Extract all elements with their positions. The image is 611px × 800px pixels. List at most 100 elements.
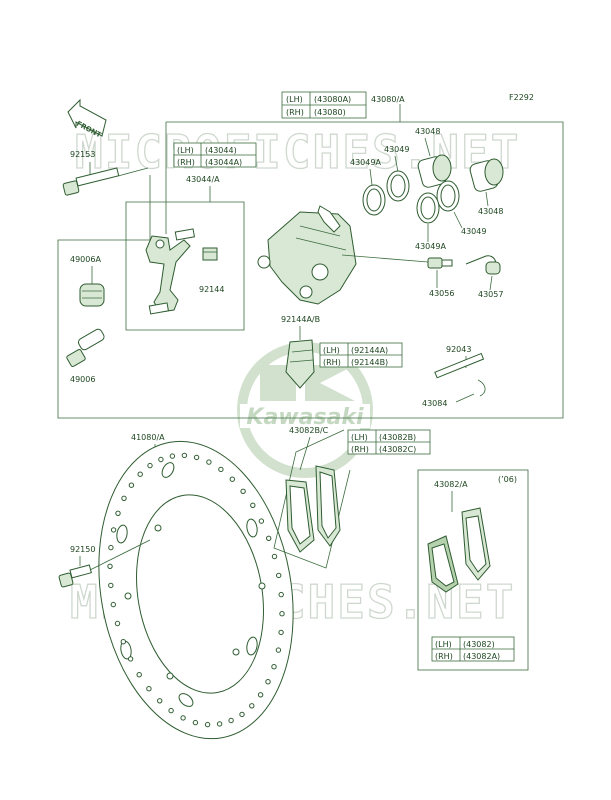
- disc-drill-hole: [216, 721, 223, 727]
- label-92153: 92153: [70, 150, 95, 159]
- label-43049-a: 43049: [384, 145, 409, 154]
- label-49006: 49006: [70, 375, 95, 384]
- bracket-43044: [145, 228, 196, 315]
- label-43080A: 43080/A: [371, 95, 405, 104]
- label-41080A: 41080/A: [131, 433, 165, 442]
- brake-pad-43082-1: [427, 535, 459, 593]
- disc-drill-hole: [250, 502, 256, 508]
- disc-drill-hole: [275, 647, 282, 653]
- label-43056: 43056: [429, 289, 454, 298]
- disc-drill-hole: [168, 707, 174, 714]
- table-43082: (LH) (43082) (RH) (43082A): [431, 636, 515, 662]
- disc-drill-hole: [146, 686, 152, 692]
- clip-92144: [202, 247, 218, 261]
- disc-drill-hole: [158, 456, 164, 463]
- piston-43048-1: [417, 154, 452, 188]
- svg-text:(92144B): (92144B): [351, 358, 388, 367]
- disc-drill-hole: [249, 703, 255, 709]
- disc-drill-hole: [278, 591, 284, 598]
- svg-text:(RH): (RH): [286, 108, 304, 117]
- disc-drill-hole: [229, 476, 236, 482]
- pin-92043: [434, 352, 486, 397]
- cap-43057: [465, 255, 501, 275]
- disc-drill-hole: [127, 656, 134, 662]
- disc-drill-hole: [228, 717, 234, 724]
- disc-drill-hole: [257, 692, 264, 698]
- disc-drill-hole: [114, 620, 121, 627]
- disc-drill-hole: [108, 582, 114, 589]
- disc-drill-hole: [137, 471, 143, 477]
- disc-drill-hole: [181, 452, 188, 459]
- pads-06-frame: [417, 469, 529, 671]
- disc-drill-hole: [266, 535, 272, 541]
- svg-text:(RH): (RH): [351, 445, 369, 454]
- caliper-body: [257, 205, 357, 305]
- disc-drill-hole: [204, 721, 211, 728]
- svg-text:(43082A): (43082A): [463, 652, 500, 661]
- spring-92144AB: [285, 339, 315, 389]
- svg-text:(LH): (LH): [177, 146, 194, 155]
- label-43044A: 43044/A: [186, 175, 220, 184]
- label-43084: 43084: [422, 399, 447, 408]
- label-92043: 92043: [446, 345, 471, 354]
- caliper-group-frame: [57, 121, 564, 419]
- label-43049-b: 43049: [461, 227, 486, 236]
- disc-drill-hole: [239, 711, 245, 718]
- brake-pad-43082-2: [461, 507, 491, 581]
- disc-drill-hole: [110, 601, 117, 608]
- piston-43048-2: [469, 158, 504, 192]
- disc-drill-hole: [136, 672, 142, 678]
- disc-drill-hole: [265, 679, 271, 685]
- label-92150: 92150: [70, 545, 95, 554]
- disc-drill-hole: [107, 563, 113, 569]
- label-43049A-2: 43049A: [415, 242, 446, 251]
- disc-drill-hole: [279, 611, 285, 617]
- label-43057: 43057: [478, 290, 503, 299]
- pin-49006: [66, 328, 105, 367]
- svg-text:(LH): (LH): [286, 95, 303, 104]
- disc-drill-hole: [218, 466, 224, 473]
- disc-drill-hole: [206, 459, 212, 465]
- seal-43049A-2: [416, 192, 440, 224]
- disc-drill-hole: [192, 719, 199, 726]
- table-43080: (LH) (43080A) (RH) (43080): [281, 91, 367, 119]
- svg-text:(LH): (LH): [323, 346, 340, 355]
- label-92144: 92144: [199, 285, 224, 294]
- disc-drill-hole: [120, 639, 127, 645]
- label-43048-a: 43048: [415, 127, 440, 136]
- disc-drill-hole: [108, 544, 114, 551]
- label-43049A-1: 43049A: [350, 158, 381, 167]
- brake-disc-41080: [98, 440, 294, 740]
- label-49006A: 49006A: [70, 255, 101, 264]
- disc-drill-hole: [115, 510, 121, 516]
- figure-code: F2292: [509, 93, 534, 102]
- disc-drill-hole: [169, 453, 176, 459]
- watermark-top: MICROFICHES.NET: [75, 125, 520, 179]
- svg-text:(43080): (43080): [314, 108, 346, 117]
- disc-drill-hole: [128, 482, 135, 488]
- svg-text:(43082C): (43082C): [379, 445, 416, 454]
- svg-text:(LH): (LH): [351, 433, 368, 442]
- bleeder-43056: [427, 257, 453, 269]
- svg-text:(43080A): (43080A): [314, 95, 351, 104]
- boot-49006A: [79, 283, 105, 307]
- seal-43049-2: [436, 180, 460, 212]
- label-92144AB: 92144A/B: [281, 315, 320, 324]
- seal-43049A-1: [362, 184, 386, 216]
- svg-text:(43082B): (43082B): [379, 433, 416, 442]
- table-92144: (LH) (92144A) (RH) (92144B): [319, 342, 403, 368]
- svg-text:(RH): (RH): [435, 652, 453, 661]
- logo-text: Kawasaki: [246, 405, 364, 430]
- seal-43049-1: [386, 170, 410, 202]
- svg-text:(43082): (43082): [463, 640, 495, 649]
- disc-drill-hole: [258, 518, 265, 524]
- disc-drill-hole: [157, 698, 163, 704]
- table-43044: (LH) (43044) (RH) (43044A): [173, 142, 257, 168]
- svg-text:(RH): (RH): [323, 358, 341, 367]
- disc-drill-hole: [276, 572, 282, 579]
- svg-text:(43044A): (43044A): [205, 158, 242, 167]
- svg-text:(RH): (RH): [177, 158, 195, 167]
- table-43082BC: (LH) (43082B) (RH) (43082C): [347, 429, 431, 455]
